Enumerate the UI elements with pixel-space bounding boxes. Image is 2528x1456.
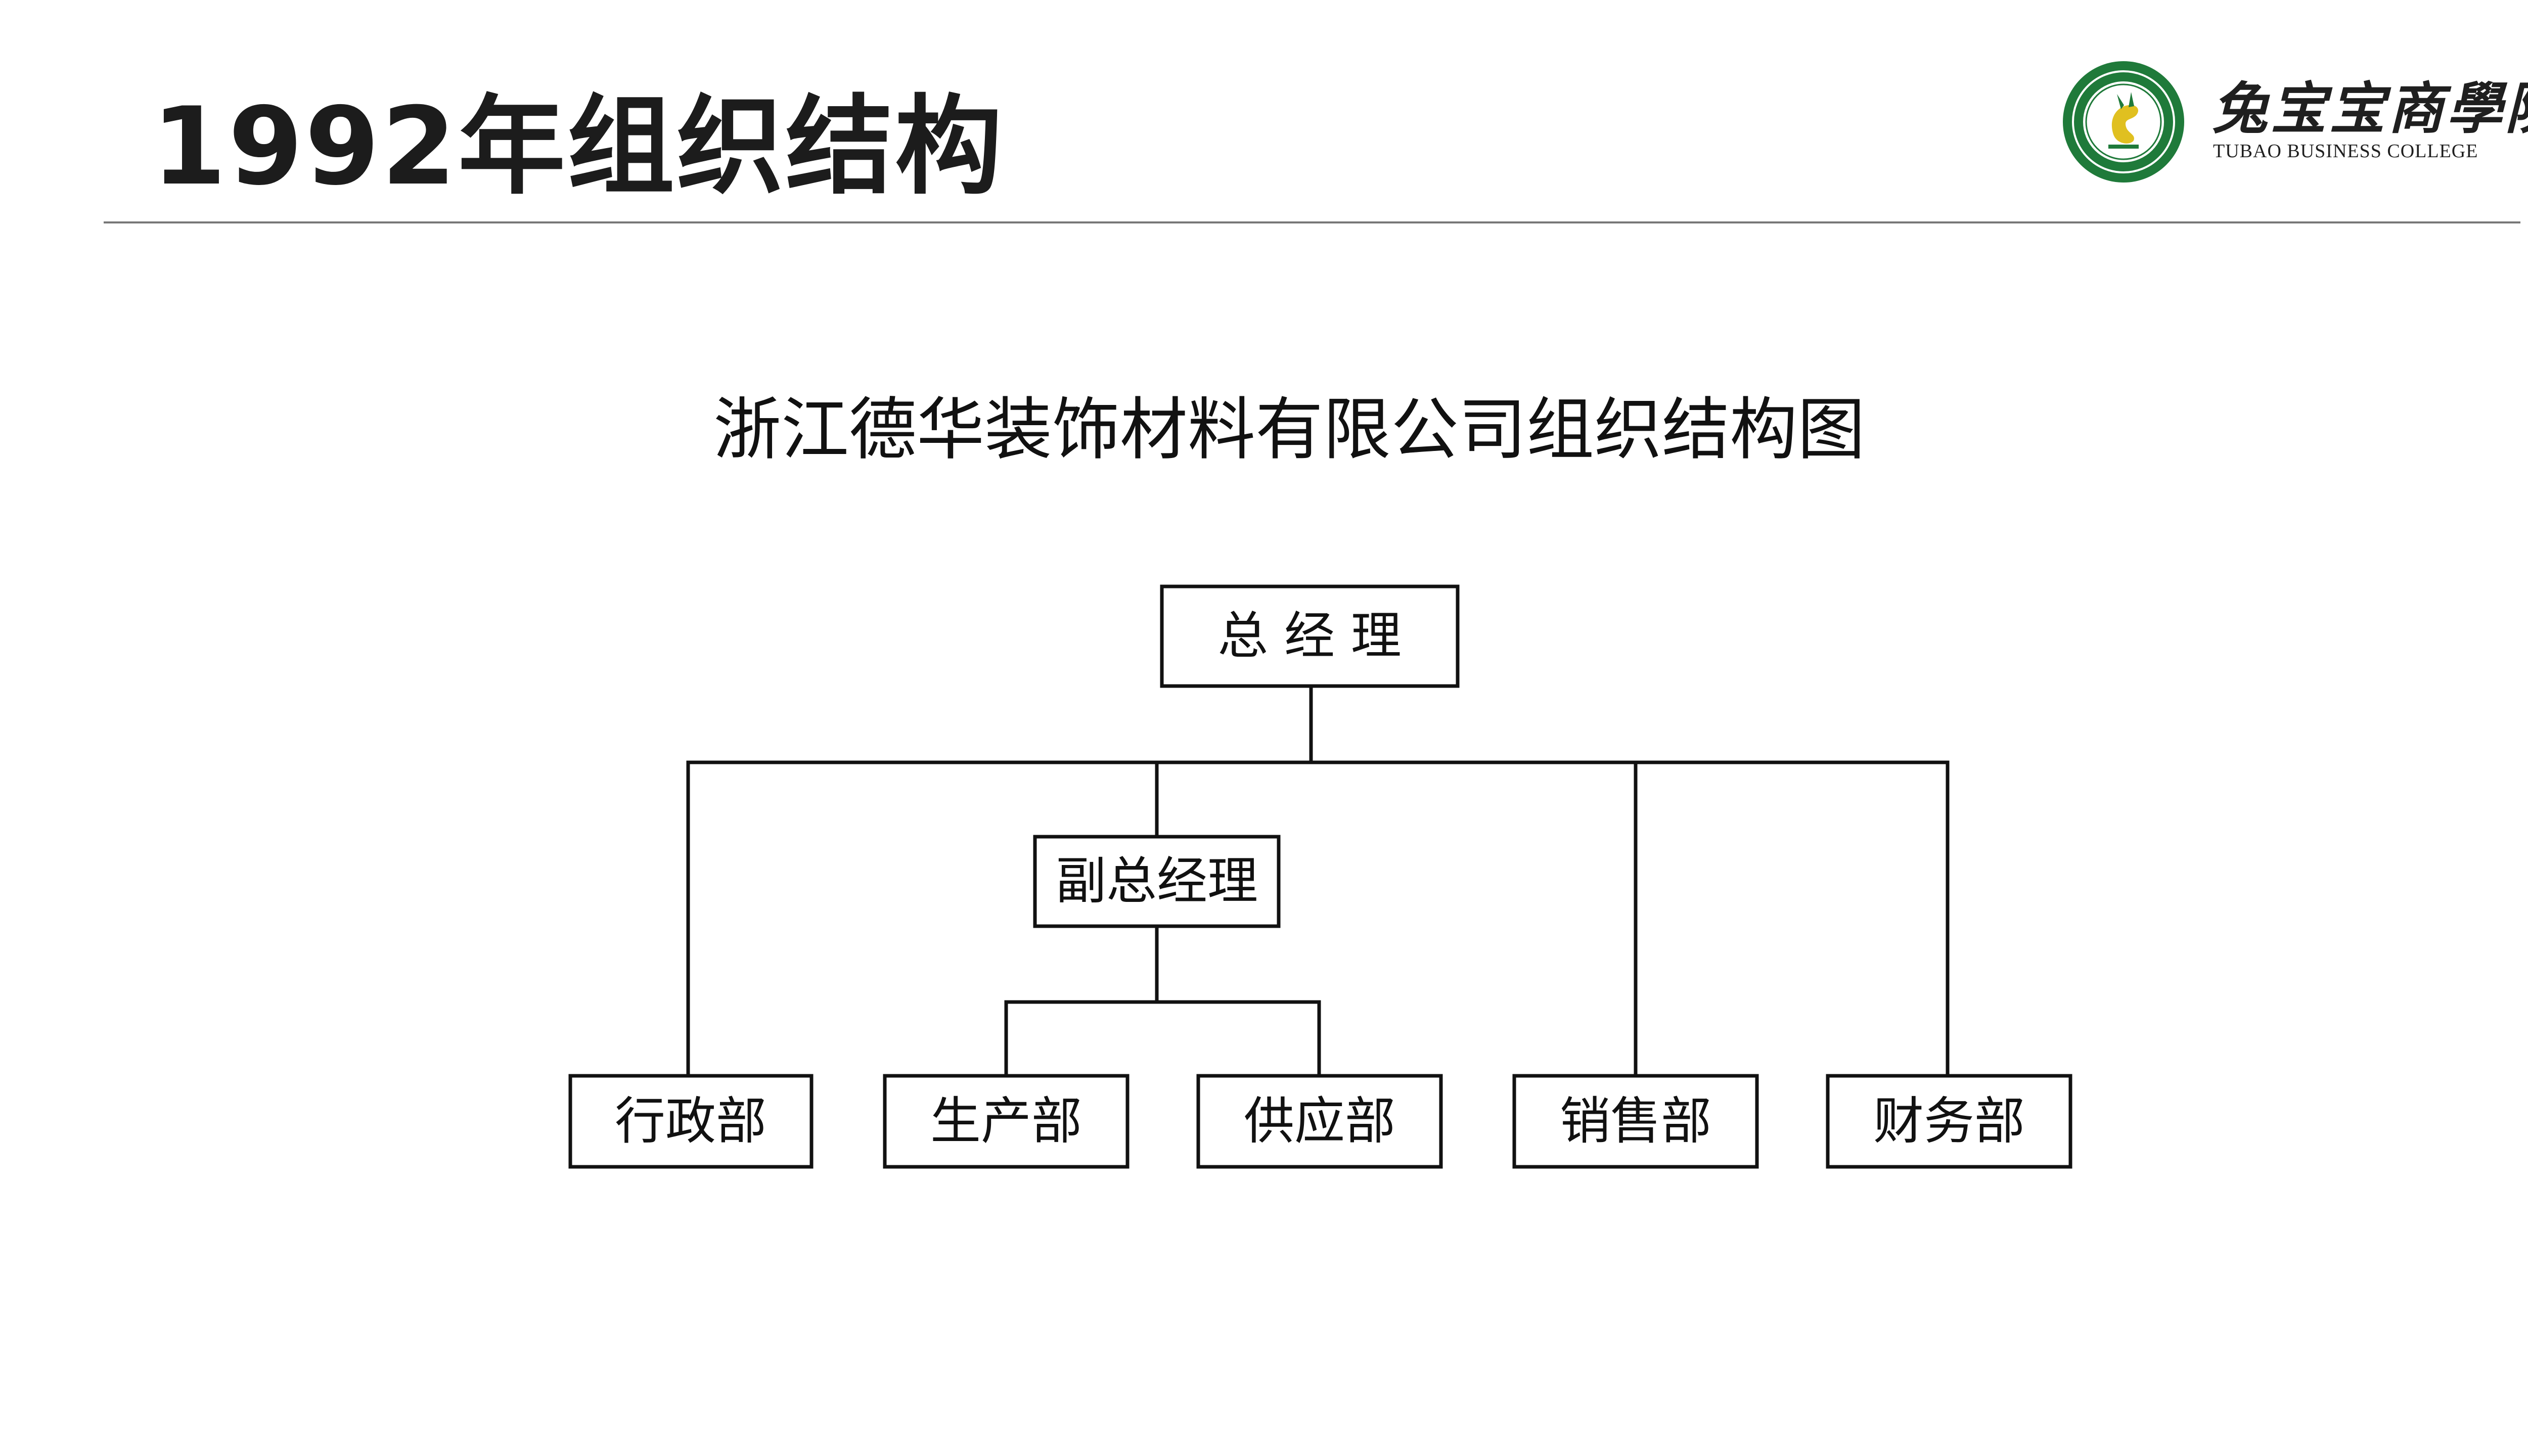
college-name-cn: 兔宝宝商學院 <box>2212 76 2528 141</box>
node-deputy-general-manager: 副总经理 <box>1033 835 1281 928</box>
diagram-title: 浙江德华装饰材料有限公司组织结构图 <box>713 390 1865 469</box>
node-production-dept: 生产部 <box>883 1074 1130 1169</box>
node-finance-dept: 财务部 <box>1826 1074 2072 1169</box>
node-sales-dept: 销售部 <box>1512 1074 1759 1169</box>
node-label-admin-dept: 行政部 <box>615 1091 766 1151</box>
node-supply-dept: 供应部 <box>1196 1074 1443 1169</box>
node-label-general-manager: 总 经 理 <box>1217 606 1402 665</box>
college-seal-icon <box>2063 61 2184 183</box>
node-label-sales-dept: 销售部 <box>1560 1091 1711 1151</box>
node-admin-dept: 行政部 <box>568 1074 814 1169</box>
node-label-deputy-general-manager: 副总经理 <box>1056 851 1258 911</box>
college-logo: 兔宝宝商學院 TUBAO BUSINESS COLLEGE <box>2060 56 2528 187</box>
college-name-en: TUBAO BUSINESS COLLEGE <box>2213 141 2478 162</box>
header-divider <box>104 221 2520 223</box>
node-general-manager: 总 经 理 <box>1160 584 1460 688</box>
connector-lines <box>686 684 1950 1078</box>
node-label-production-dept: 生产部 <box>930 1091 1082 1151</box>
node-label-finance-dept: 财务部 <box>1873 1091 2025 1151</box>
node-label-supply-dept: 供应部 <box>1244 1091 1395 1151</box>
slide-title: 1992年组织结构 <box>152 84 1005 209</box>
